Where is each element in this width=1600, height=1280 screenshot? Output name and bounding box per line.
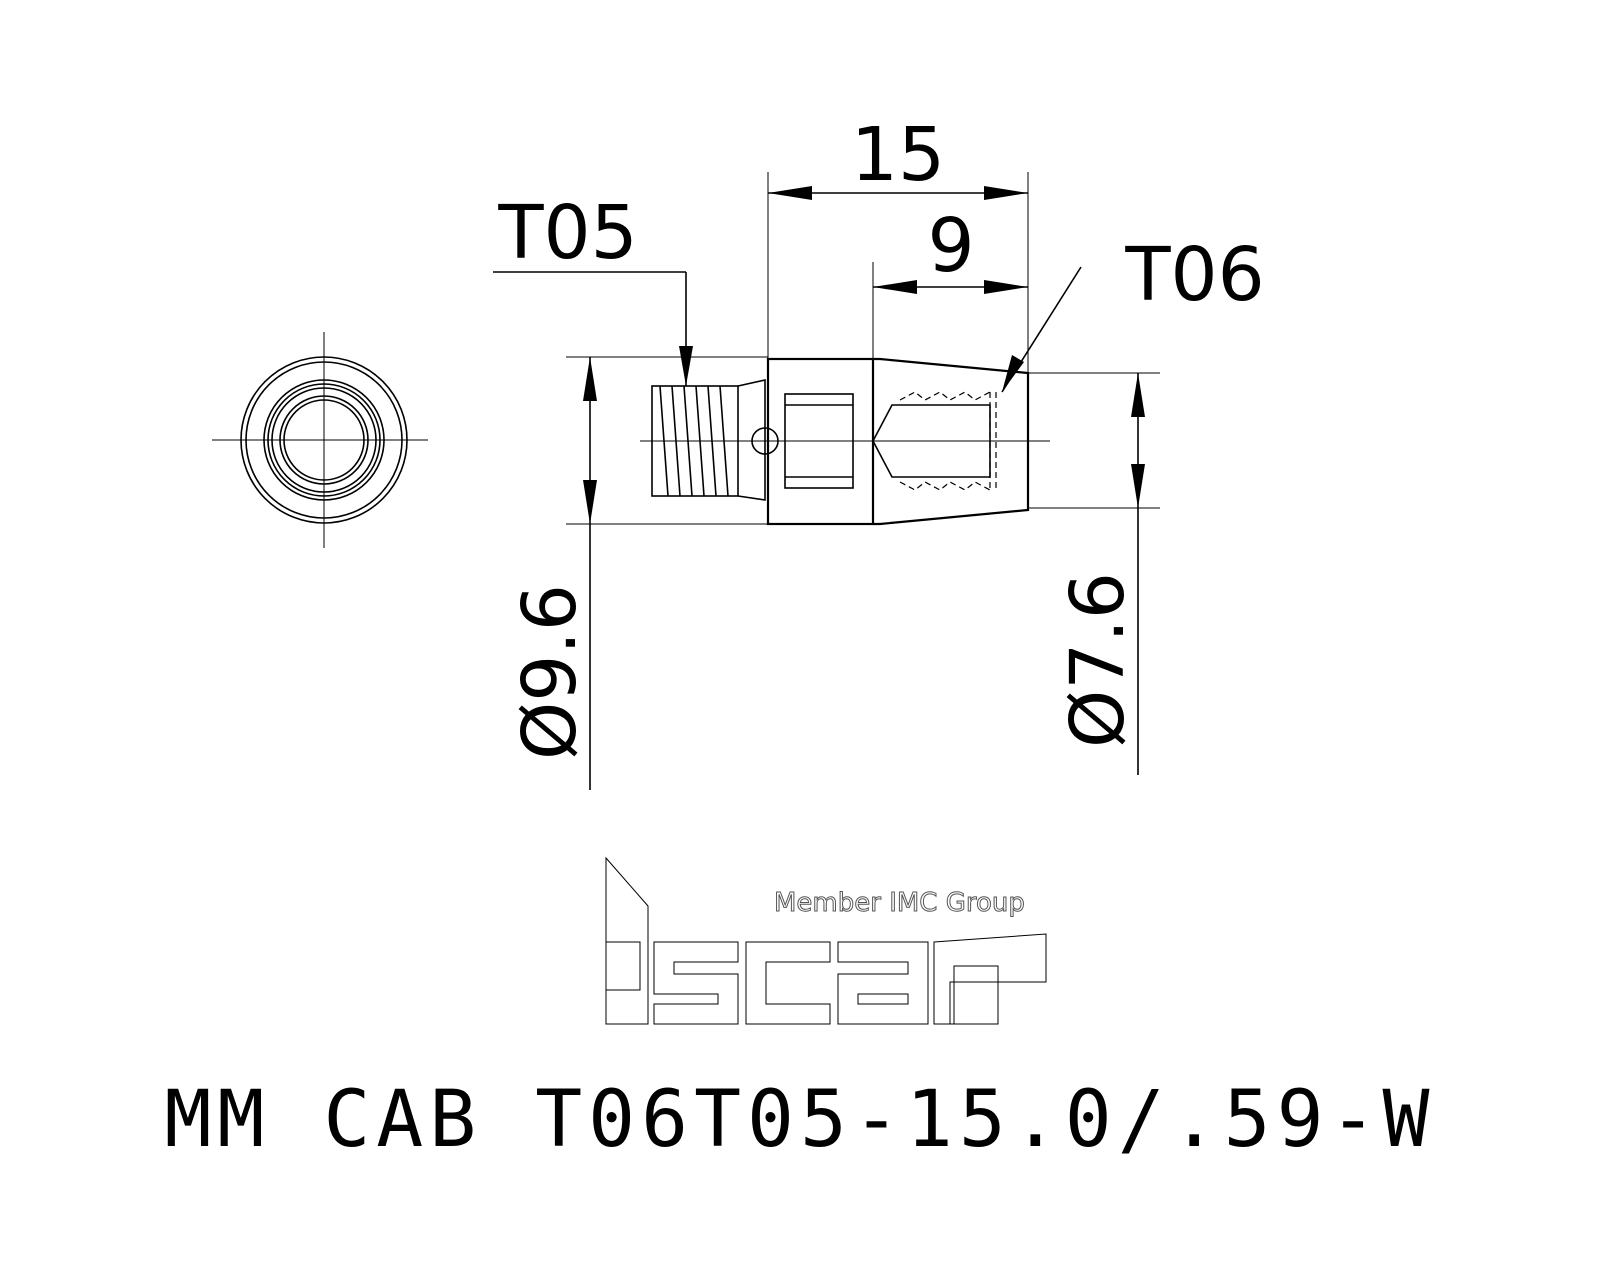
dim-small-diameter: Ø7.6 [1028,372,1160,775]
side-view [640,357,1050,526]
large-diameter-label: Ø9.6 [507,584,593,760]
t06-label: T06 [1124,232,1264,318]
dim-large-diameter: Ø9.6 [507,356,768,790]
thread-t05 [651,379,779,501]
callout-t06: T06 [1001,232,1265,393]
overall-length-label: 15 [851,112,945,198]
logo-tagline: Member IMC Group [774,888,1025,918]
callout-t05: T05 [493,190,693,386]
small-diameter-label: Ø7.6 [1055,572,1141,748]
thread-t06 [872,357,1030,526]
inner-length-label: 9 [927,203,974,289]
iscar-logo: Member IMC Group [605,856,1047,1025]
part-number-title: MM CAB T06T05-15.0/.59-W [164,1075,1435,1165]
t05-label: T05 [497,190,637,276]
dim-inner-length: 9 [872,203,1028,359]
end-view [212,332,428,548]
dim-overall-length: 15 [767,112,1029,373]
